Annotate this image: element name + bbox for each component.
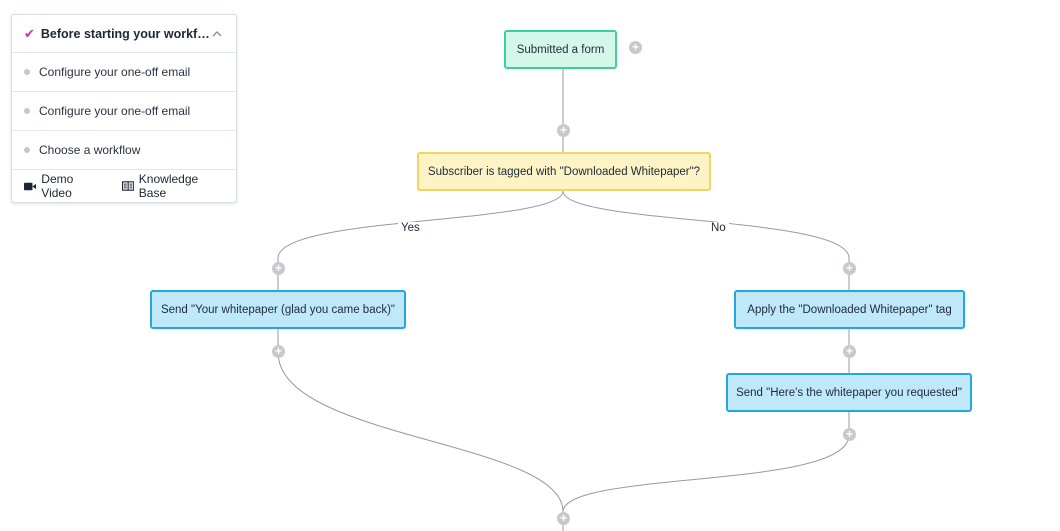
connector-no-merge <box>562 411 850 513</box>
no-action-node-send[interactable]: Send "Here's the whitepaper you requeste… <box>726 373 972 412</box>
branch-label-no: No <box>708 222 729 234</box>
add-step-plus-icon[interactable]: + <box>272 262 285 275</box>
video-camera-icon <box>24 182 37 190</box>
demo-video-label: Demo Video <box>41 172 74 200</box>
bullet-icon <box>24 108 30 114</box>
checklist-header[interactable]: ✔ Before starting your workflow... <box>12 15 236 53</box>
add-step-plus-icon[interactable]: + <box>843 262 856 275</box>
trigger-node[interactable]: Submitted a form <box>504 30 617 69</box>
checklist-item-label: Choose a workflow <box>39 143 141 157</box>
add-step-plus-icon[interactable]: + <box>629 41 642 54</box>
onboarding-checklist: ✔ Before starting your workflow... Confi… <box>11 14 237 203</box>
add-step-plus-icon[interactable]: + <box>843 345 856 358</box>
connector-yes-merge <box>277 328 564 531</box>
checkmark-icon: ✔ <box>24 25 35 41</box>
no-action-node-tag[interactable]: Apply the "Downloaded Whitepaper" tag <box>734 290 965 329</box>
demo-video-link[interactable]: Demo Video <box>24 172 104 200</box>
add-step-plus-icon[interactable]: + <box>843 428 856 441</box>
connector-condition-yes <box>277 190 564 291</box>
checklist-footer: Demo Video Knowledge Base <box>12 170 236 202</box>
add-step-plus-icon[interactable]: + <box>557 124 570 137</box>
branch-label-yes: Yes <box>398 222 423 234</box>
condition-node[interactable]: Subscriber is tagged with "Downloaded Wh… <box>417 152 711 191</box>
checklist-item-label: Configure your one-off email <box>39 104 191 118</box>
connector-condition-no <box>562 190 850 291</box>
checklist-item-choose-workflow[interactable]: Choose a workflow <box>12 131 236 170</box>
chevron-up-icon[interactable] <box>210 27 224 41</box>
knowledge-base-link[interactable]: Knowledge Base <box>121 172 225 200</box>
bullet-icon <box>24 69 30 75</box>
add-step-plus-icon[interactable]: + <box>557 512 570 525</box>
yes-action-node[interactable]: Send "Your whitepaper (glad you came bac… <box>150 290 406 329</box>
add-step-plus-icon[interactable]: + <box>272 345 285 358</box>
bullet-icon <box>24 147 30 153</box>
checklist-item-label: Configure your one-off email <box>39 65 191 79</box>
book-icon <box>121 181 134 191</box>
checklist-item-configure-email-2[interactable]: Configure your one-off email <box>12 92 236 131</box>
checklist-item-configure-email-1[interactable]: Configure your one-off email <box>12 53 236 92</box>
knowledge-base-label: Knowledge Base <box>138 172 199 200</box>
